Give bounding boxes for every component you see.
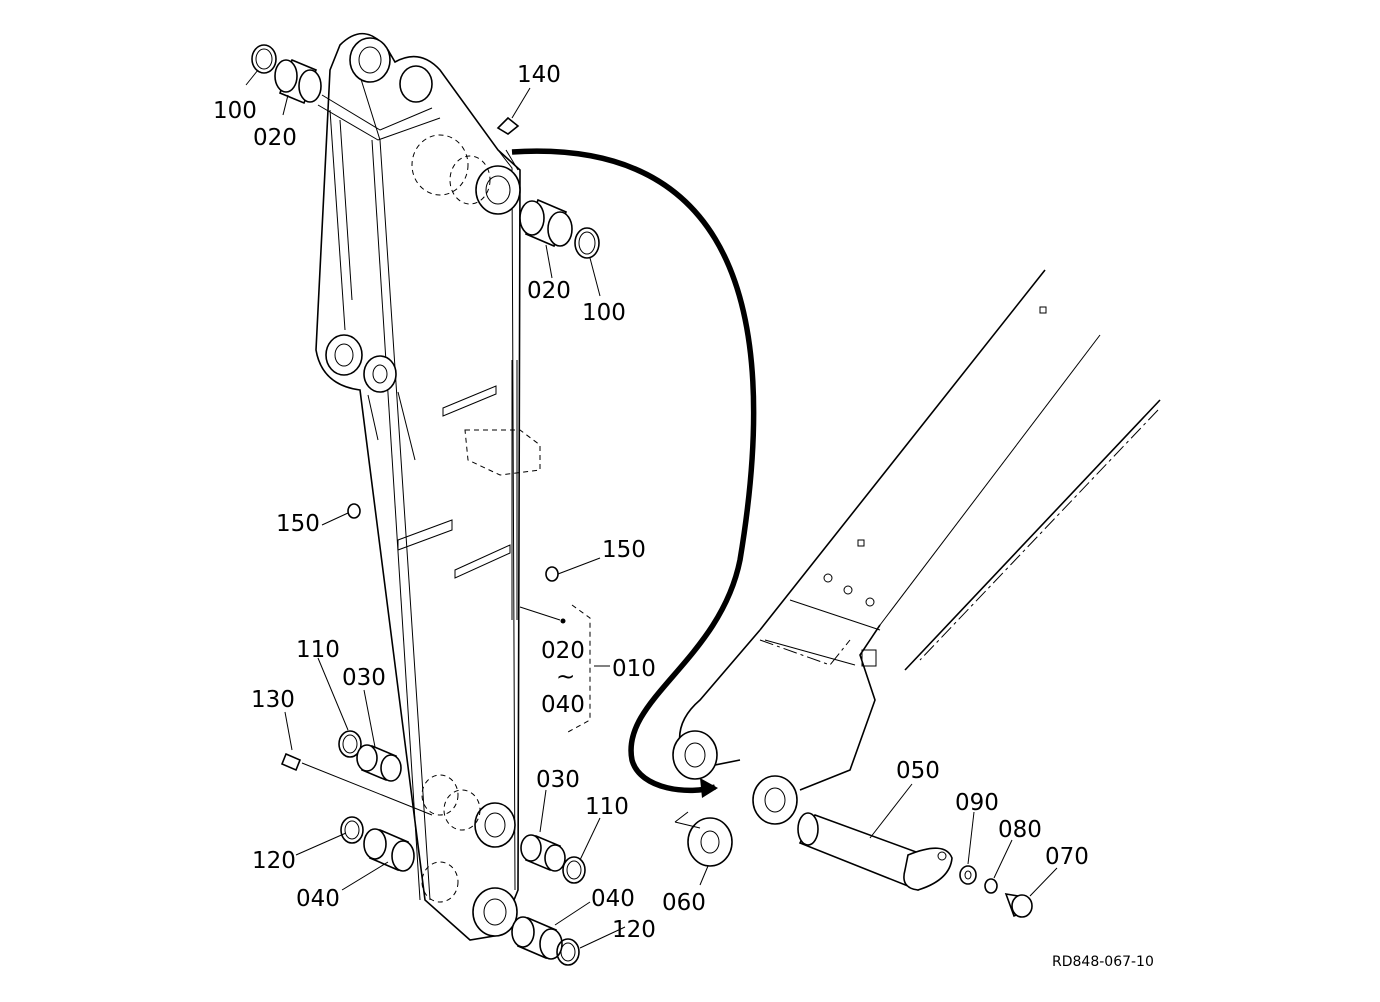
callout-040: 040: [541, 692, 585, 718]
callout-020: 020: [253, 125, 297, 151]
callout-100: 100: [582, 300, 626, 326]
callout-120: 120: [252, 848, 296, 874]
callout-030: 030: [342, 665, 386, 691]
callout-040: 040: [591, 886, 635, 912]
callout-070: 070: [1045, 844, 1089, 870]
callout-140: 140: [517, 62, 561, 88]
callout-120: 120: [612, 917, 656, 943]
arm-assembly: [315, 32, 541, 941]
callout-090: 090: [955, 790, 999, 816]
callout-150: 150: [602, 537, 646, 563]
leader-lines: [245, 69, 1058, 949]
callout-130: 130: [251, 687, 295, 713]
boom-assembly: [672, 269, 1161, 825]
callout-020: 020: [541, 638, 585, 664]
callout-110: 110: [585, 794, 629, 820]
callout-150: 150: [276, 511, 320, 537]
callout-010: 010: [612, 656, 656, 682]
assembly-arrow: [511, 148, 757, 798]
callout-labels: 100 020 140 020 100 150 150 020 ~ 040 01…: [213, 62, 1154, 970]
drawing-reference: RD848-067-10: [1052, 954, 1154, 970]
callout-range-tilde: ~: [556, 664, 575, 690]
callout-030: 030: [536, 767, 580, 793]
callout-020: 020: [527, 278, 571, 304]
parts: [251, 44, 1033, 966]
callout-040: 040: [296, 886, 340, 912]
callout-110: 110: [296, 637, 340, 663]
callout-080: 080: [998, 817, 1042, 843]
callout-100: 100: [213, 98, 257, 124]
callout-060: 060: [662, 890, 706, 916]
callout-050: 050: [896, 758, 940, 784]
